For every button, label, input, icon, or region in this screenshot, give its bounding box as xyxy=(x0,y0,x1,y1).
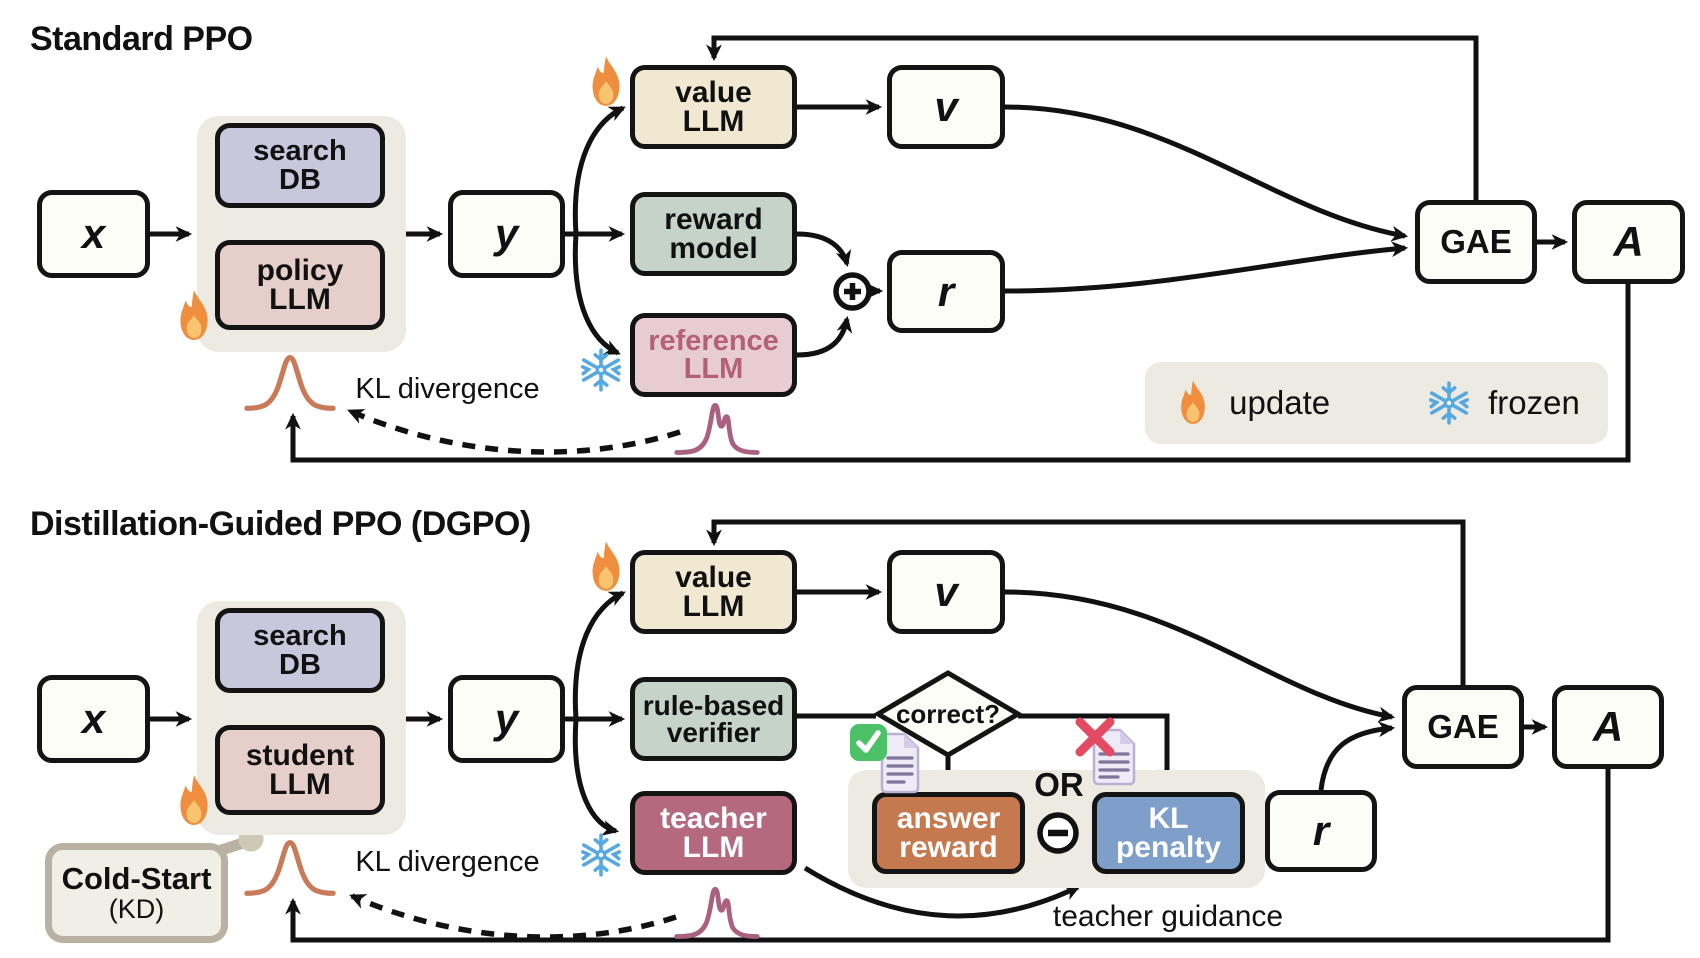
x-node-1: x xyxy=(37,190,150,278)
arc-r-to-gae-2 xyxy=(1318,721,1396,791)
reward-model-node: reward model xyxy=(630,192,797,276)
kl-divergence-dashed-2 xyxy=(349,893,677,940)
r-node-2: r xyxy=(1265,790,1377,872)
update-flame-icon-value-1 xyxy=(592,56,620,106)
x-node-2: x xyxy=(37,675,150,763)
v-node-2: v xyxy=(887,550,1005,634)
update-flame-icon-student xyxy=(180,774,208,826)
teacher-llm-node: teacher LLM xyxy=(630,791,797,875)
arc-y-to-value-llm-1 xyxy=(572,105,626,235)
kl-penalty-node: KL penalty xyxy=(1092,792,1245,874)
legend: update frozen xyxy=(1145,362,1608,444)
gae-node-2: GAE xyxy=(1402,685,1524,769)
kl-divergence-label-2: KL divergence xyxy=(355,846,540,878)
arc-y-to-teacher-llm xyxy=(572,718,620,836)
answer-reward-node: answer reward xyxy=(872,792,1025,874)
value-llm-node-1: value LLM xyxy=(630,65,797,149)
incorrect-document-icon xyxy=(1075,717,1136,786)
cold-start-label: Cold-Start xyxy=(61,860,212,896)
cold-start-sublabel: (KD) xyxy=(108,894,165,925)
gae-node-1: GAE xyxy=(1415,200,1537,284)
search-db-node-1: search DB xyxy=(215,123,385,208)
frozen-snowflake-icon-teacher xyxy=(580,833,622,877)
value-llm-node-2: value LLM xyxy=(630,550,797,634)
legend-snowflake-icon xyxy=(1429,381,1470,425)
kl-divergence-label-1: KL divergence xyxy=(355,373,540,405)
arc-y-to-value-llm-2 xyxy=(572,590,626,720)
minus-circle-icon xyxy=(1037,812,1079,854)
arc-reference-to-plus xyxy=(796,315,853,358)
arc-v-to-gae-2 xyxy=(1004,589,1396,723)
arc-reward-to-plus xyxy=(796,231,852,268)
reference-llm-node: reference LLM xyxy=(630,313,797,397)
legend-update-label: update xyxy=(1229,384,1331,421)
correct-decision-diamond xyxy=(873,670,1023,758)
policy-distribution-curve xyxy=(244,355,336,411)
plus-circle-icon xyxy=(833,272,872,311)
feedback-gae-to-value-2 xyxy=(706,519,1466,685)
dgpo-title: Distillation-Guided PPO (DGPO) xyxy=(30,505,531,543)
standard-ppo-title: Standard PPO xyxy=(30,20,253,58)
y-node-1: y xyxy=(448,190,565,278)
update-flame-icon-policy xyxy=(180,289,208,341)
feedback-a-to-student-2 xyxy=(285,769,1611,943)
frozen-snowflake-icon-reference xyxy=(580,348,622,392)
legend-flame-icon xyxy=(1181,380,1205,424)
arc-v-to-gae-1 xyxy=(1004,104,1409,242)
v-node-1: v xyxy=(887,65,1005,149)
arc-teacher-guidance xyxy=(803,865,1081,919)
y-node-2: y xyxy=(448,675,565,763)
cold-start-node: Cold-Start (KD) xyxy=(45,843,228,943)
or-label: OR xyxy=(1034,766,1084,803)
student-llm-node: student LLM xyxy=(215,725,385,815)
policy-llm-node: policy LLM xyxy=(215,240,385,330)
a-node-1: A xyxy=(1572,200,1685,284)
feedback-a-to-policy-1 xyxy=(285,284,1631,463)
teacher-guidance-label: teacher guidance xyxy=(1052,900,1284,933)
feedback-gae-to-value-1 xyxy=(706,35,1479,200)
arc-r-to-gae-1 xyxy=(1004,241,1409,294)
r-node-1: r xyxy=(887,250,1005,333)
legend-frozen-label: frozen xyxy=(1488,384,1580,421)
reference-distribution-curve xyxy=(674,402,760,455)
a-node-2: A xyxy=(1552,685,1664,769)
rule-based-verifier-node: rule-based verifier xyxy=(630,677,797,761)
search-db-node-2: search DB xyxy=(215,608,385,693)
correct-decision-label: correct? xyxy=(895,699,1001,729)
student-distribution-curve xyxy=(244,840,336,896)
kl-divergence-dashed-1 xyxy=(347,408,681,455)
teacher-distribution-curve xyxy=(674,886,760,939)
correct-document-icon xyxy=(850,724,920,794)
arc-y-to-reference-llm xyxy=(572,233,621,356)
arrow-diamond-to-kl-penalty xyxy=(1018,713,1175,787)
update-flame-icon-value-2 xyxy=(592,541,620,591)
